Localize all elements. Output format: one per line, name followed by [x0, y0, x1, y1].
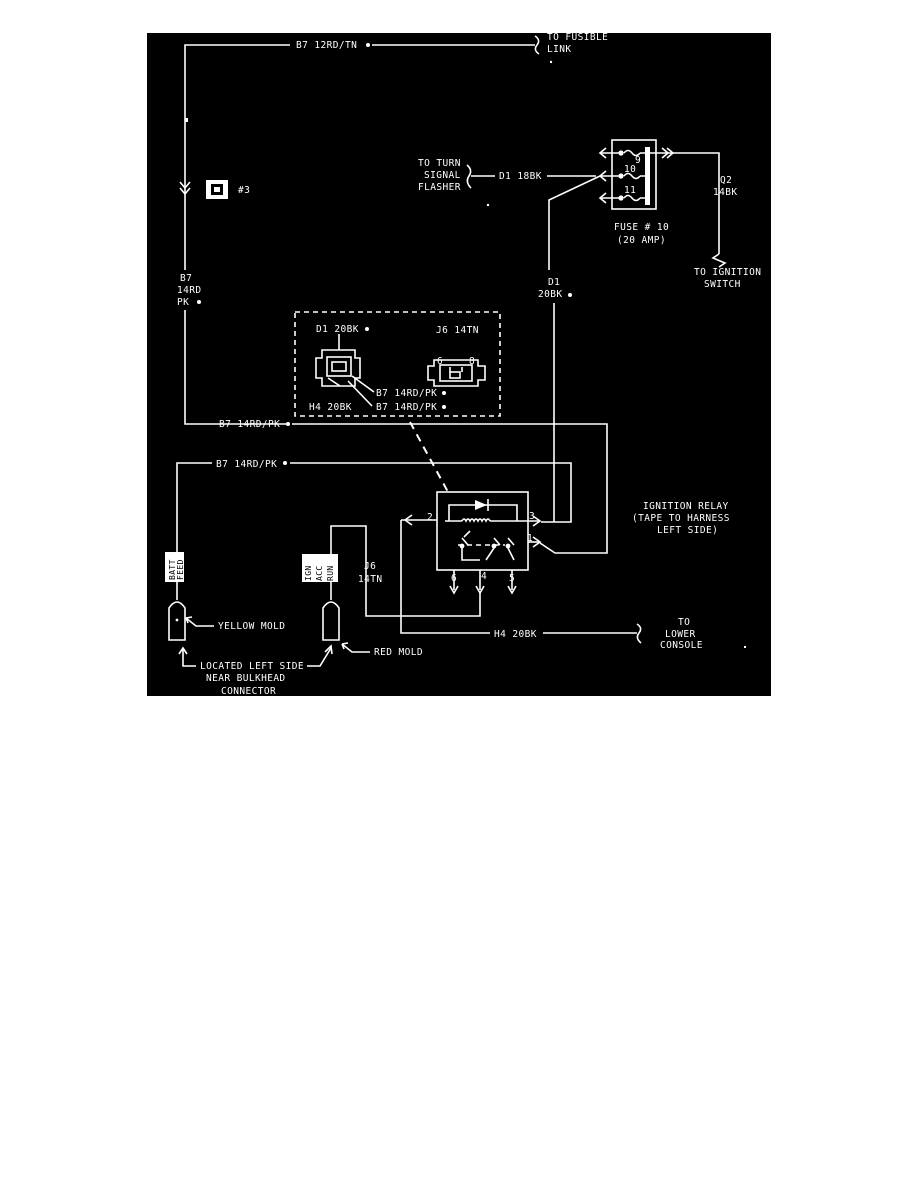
- label-fuse-pin-10: 10: [624, 164, 636, 175]
- label-console: CONSOLE: [660, 640, 703, 651]
- label-fuse-10: FUSE # 10: [614, 222, 669, 233]
- label-conn-j6: J6 14TN: [436, 325, 479, 336]
- label-j6-14tn: 14TN: [358, 574, 382, 585]
- label-q2: Q2: [720, 175, 732, 186]
- batt-feed-connector: [165, 552, 186, 641]
- label-fuse-pin-9: 9: [635, 155, 641, 166]
- label-fuse-pin-11: 11: [624, 185, 636, 196]
- label-relay-pin1: 1: [527, 533, 533, 544]
- label-conn-h4: H4 20BK: [309, 402, 352, 413]
- label-fuse-20amp: (20 AMP): [617, 235, 666, 246]
- label-relay-pin6: 6: [451, 573, 457, 584]
- label-run: RUN: [326, 565, 335, 581]
- label-to-fusible-link: LINK: [547, 44, 571, 55]
- connector-j6-icon: [427, 359, 486, 387]
- label-h4-20bk: H4 20BK: [494, 629, 537, 640]
- label-to-fusible: TO FUSIBLE: [547, 32, 608, 43]
- label-ign: IGN: [304, 565, 313, 581]
- label-mid-b7: B7 14RD/PK: [219, 419, 280, 430]
- label-left-wire-1: B7: [180, 273, 192, 284]
- label-conn-pin6: 6: [437, 356, 443, 367]
- wire-b7-12rd-tn: [184, 35, 540, 124]
- splice-icon: [206, 180, 228, 199]
- label-conn-d1: D1 20BK: [316, 324, 359, 335]
- label-feed: FEED: [176, 559, 185, 580]
- connector-box: [294, 311, 501, 417]
- fuse-block: [598, 139, 676, 210]
- label-conn-b7-b: B7 14RD/PK: [376, 402, 437, 413]
- label-to-ignition: TO IGNITION: [694, 267, 761, 278]
- label-conn-pin8: 8: [469, 356, 475, 367]
- label-batt: BATT: [168, 559, 177, 580]
- connector-d1-icon: [315, 334, 361, 387]
- ignition-relay: [401, 491, 542, 595]
- label-q2-14bk: 14BK: [713, 187, 737, 198]
- label-yellow-mold: YELLOW MOLD: [218, 621, 285, 632]
- label-relay-pin4: 4: [481, 571, 487, 582]
- label-connector: CONNECTOR: [221, 686, 276, 697]
- label-lower: LOWER: [665, 629, 696, 640]
- label-ignition-relay: IGNITION RELAY: [643, 501, 729, 512]
- label-d1-18bk: D1 18BK: [499, 171, 542, 182]
- label-relay-pin2: 2: [427, 512, 433, 523]
- label-acc: ACC: [315, 565, 324, 581]
- label-wire-top: B7 12RD/TN: [296, 40, 357, 51]
- label-relay-pin5: 5: [509, 573, 515, 584]
- label-left-side: LEFT SIDE): [657, 525, 718, 536]
- label-d1-20-2: 20BK: [538, 289, 562, 300]
- label-left-wire-3: PK: [177, 297, 189, 308]
- label-j6: J6: [364, 561, 376, 572]
- label-low-b7: B7 14RD/PK: [216, 459, 277, 470]
- label-switch: SWITCH: [704, 279, 741, 290]
- label-flasher: FLASHER: [418, 182, 461, 193]
- label-signal: SIGNAL: [424, 170, 461, 181]
- label-to-lower: TO: [678, 617, 690, 628]
- label-relay-pin3: 3: [529, 511, 535, 522]
- label-d1-20-1: D1: [548, 277, 560, 288]
- label-to-turn: TO TURN: [418, 158, 461, 169]
- label-left-wire-2: 14RD: [177, 285, 201, 296]
- label-near-bulkhead: NEAR BULKHEAD: [206, 673, 286, 684]
- wire-b7-14rd-pk-left: [179, 124, 290, 426]
- label-tape-to-harness: (TAPE TO HARNESS: [632, 513, 730, 524]
- label-splice-number: #3: [238, 185, 250, 196]
- label-located-left-side: LOCATED LEFT SIDE: [200, 661, 304, 672]
- ign-acc-run-connector: [302, 554, 340, 641]
- label-conn-b7-a: B7 14RD/PK: [376, 388, 437, 399]
- label-red-mold: RED MOLD: [374, 647, 423, 658]
